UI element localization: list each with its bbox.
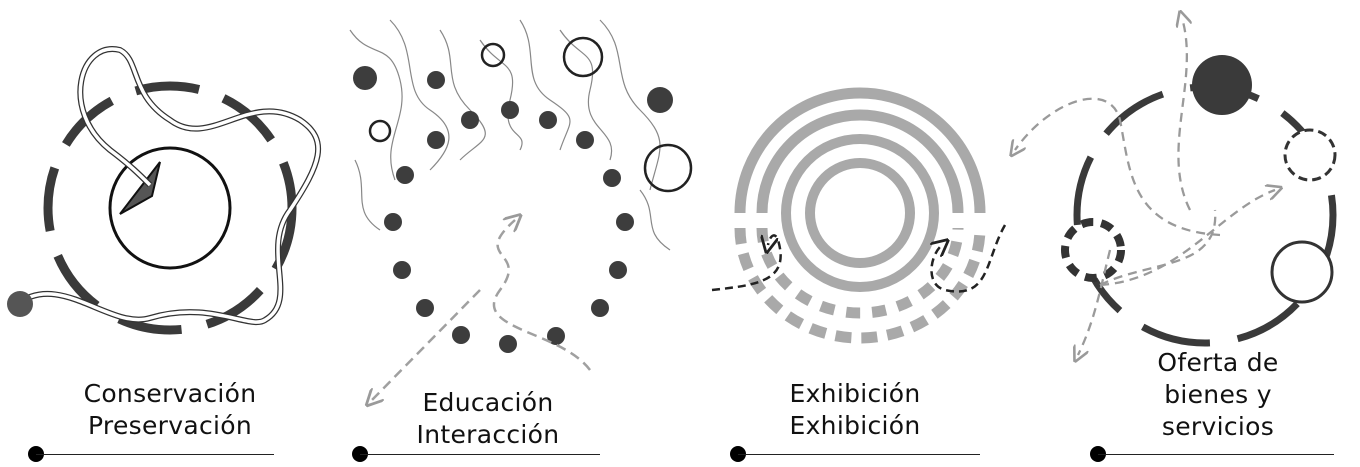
dashed-curve-bottom <box>1099 209 1217 287</box>
label-line: Exhibición <box>789 379 921 408</box>
label-line: Exhibición <box>789 411 921 440</box>
filled-node-top <box>1192 55 1252 115</box>
label-panel-2: Educación Interacción <box>388 387 588 451</box>
dashed-node-left <box>1061 218 1125 282</box>
baseline-rule <box>360 454 600 455</box>
dashed-arrow-left-up <box>1015 97 1221 237</box>
thin-wavy-lines <box>349 19 671 251</box>
label-line: Conservación <box>83 379 257 408</box>
label-panel-3: Exhibición Exhibición <box>755 378 955 442</box>
dashed-node-right <box>1283 128 1337 182</box>
panel-exhibition-diagram <box>711 87 1007 344</box>
dashed-arrow-up <box>1178 18 1190 211</box>
label-panel-4: Oferta de bienes y servicios <box>1128 347 1308 443</box>
dashed-arrow-right <box>931 224 1007 293</box>
dashed-arrow-out <box>372 289 481 400</box>
dashed-arrow-left <box>711 234 782 292</box>
open-node-bottom <box>1270 240 1334 304</box>
label-line: Oferta de <box>1157 348 1279 377</box>
outer-dashed-ring-4 <box>1073 83 1337 347</box>
label-line: bienes y <box>1164 380 1272 409</box>
label-line: Interacción <box>416 420 560 449</box>
pointer-triangle <box>119 161 161 215</box>
label-line: Educación <box>422 388 554 417</box>
dashed-arrow-down <box>1078 249 1112 355</box>
label-line: servicios <box>1161 412 1275 441</box>
baseline-rule <box>36 454 274 455</box>
baseline-rule <box>1098 454 1334 455</box>
dot-ring <box>353 66 673 353</box>
dashed-bottom-arc-inner <box>756 227 964 319</box>
start-node <box>7 291 33 317</box>
label-line: Preservación <box>88 411 252 440</box>
inner-ring <box>108 146 232 270</box>
dashed-arrow-curve <box>492 220 591 371</box>
panel-conservation-diagram <box>7 46 321 335</box>
dashed-arrow-right-up <box>1099 190 1275 287</box>
open-circles <box>368 36 693 193</box>
panel-education-diagram <box>349 19 693 400</box>
label-panel-1: Conservación Preservación <box>60 378 280 442</box>
grey-arcs <box>734 87 986 292</box>
panel-offer-diagram <box>1015 18 1337 355</box>
dashed-bottom-arc-outer <box>734 227 986 344</box>
baseline-rule <box>738 454 980 455</box>
